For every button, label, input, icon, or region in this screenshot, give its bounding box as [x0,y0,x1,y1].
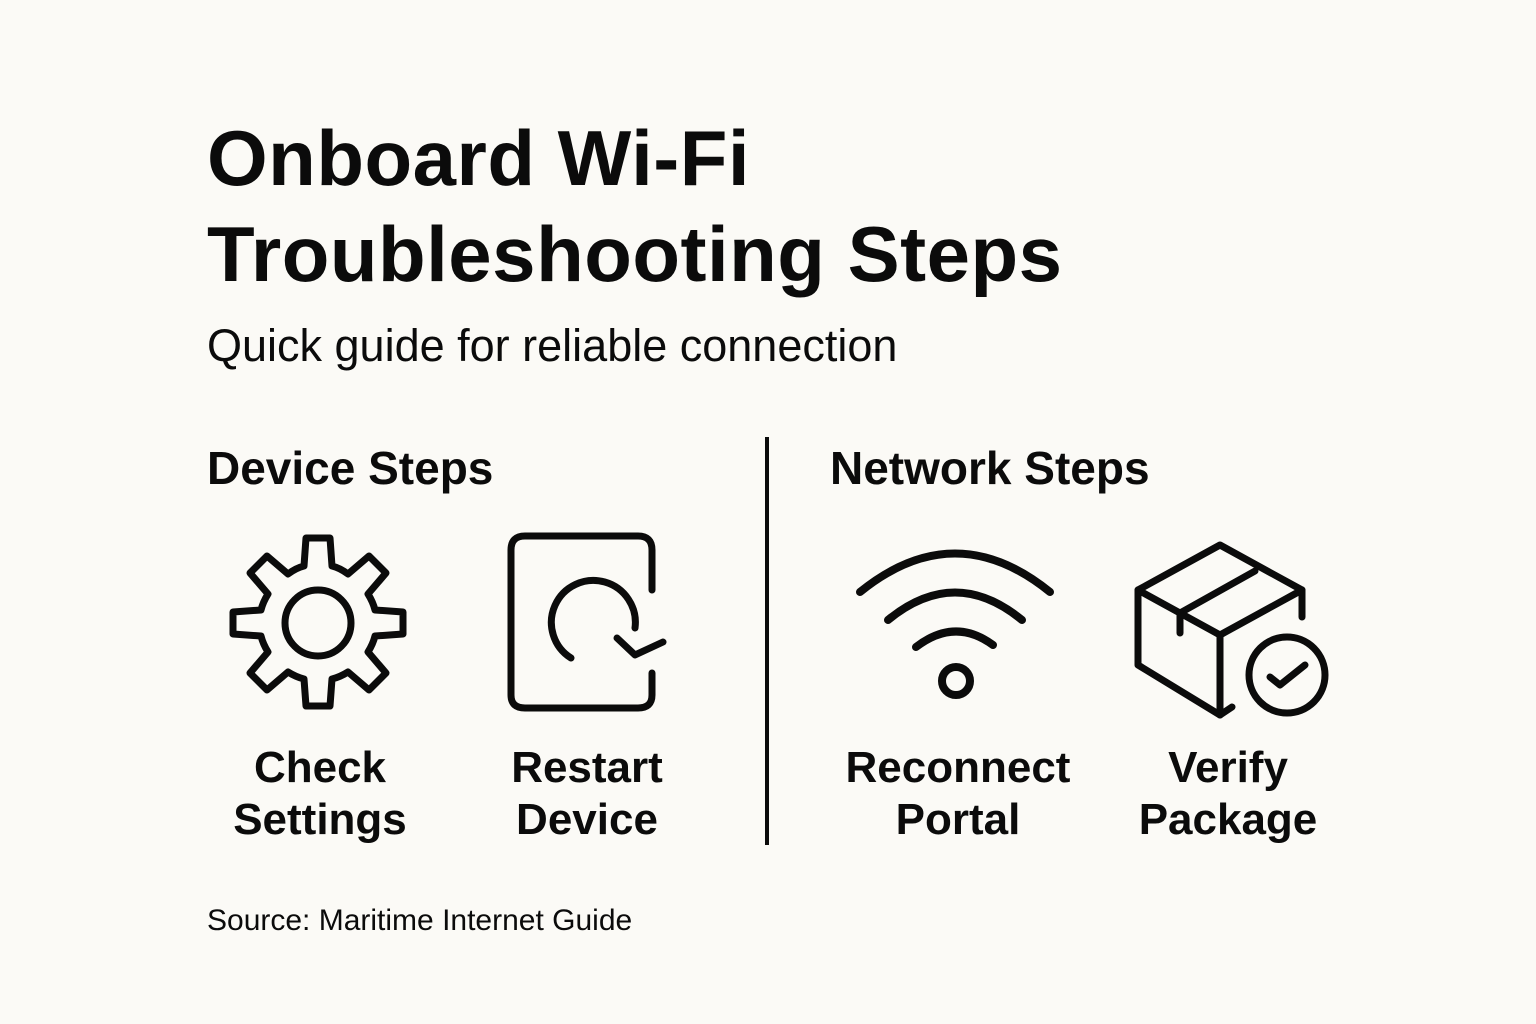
page-title: Onboard Wi-Fi Troubleshooting Steps [207,110,1063,302]
step-label-restart-device: Restart Device [511,743,663,844]
gear-icon [228,532,408,712]
section-title-network-steps: Network Steps [830,442,1150,494]
subtitle: Quick guide for reliable connection [207,320,898,371]
step-label-reconnect-portal: Reconnect Portal [845,743,1071,844]
wifi-icon [850,545,1060,705]
package-check-icon [1130,535,1335,725]
title-line-2: Troubleshooting Steps [207,210,1063,298]
title-line-1: Onboard Wi-Fi [207,114,751,202]
restart-device-icon [505,530,670,715]
section-title-device-steps: Device Steps [207,442,494,494]
step-label-check-settings: Check Settings [233,743,407,844]
step-label-verify-package: Verify Package [1138,743,1318,844]
source-note: Source: Maritime Internet Guide [207,904,633,937]
section-divider [765,437,769,845]
